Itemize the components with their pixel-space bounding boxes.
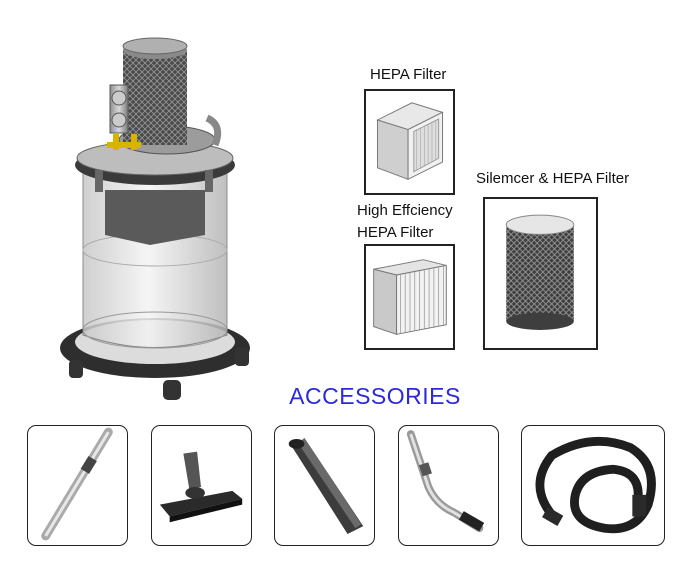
high-efficiency-label-line1: High Effciency [357,202,453,219]
accessory-extension-wand [27,425,128,546]
accessories-title: ACCESSORIES [289,383,461,409]
accessory-hose [521,425,665,546]
vacuum-machine-image [55,30,260,410]
hepa-filter-label: HEPA Filter [370,66,447,83]
silencer-hepa-filter-image [483,197,598,350]
accessory-floor-tool [151,425,252,546]
hepa-filter-image [364,89,455,195]
silencer-hepa-filter-label: Silemcer & HEPA Filter [476,170,630,187]
high-efficiency-hepa-filter-image [364,244,455,350]
accessory-crevice-tool [274,425,375,546]
high-efficiency-label-line2: HEPA Filter [357,224,434,241]
accessory-bent-wand [398,425,499,546]
